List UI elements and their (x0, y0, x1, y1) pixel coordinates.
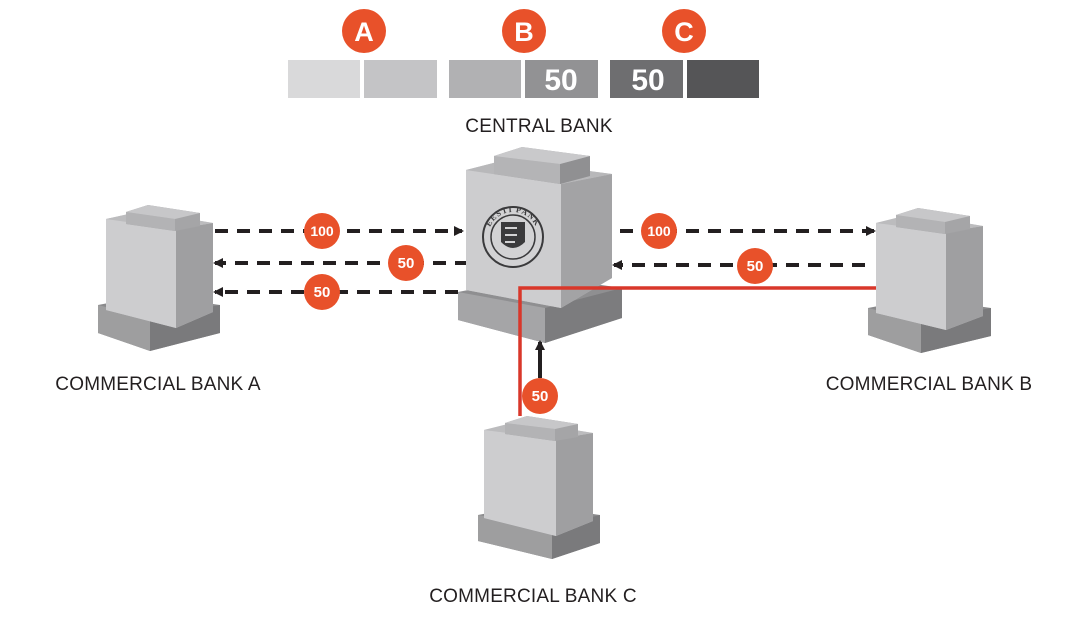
flow-value: 100 (310, 223, 334, 239)
flow-value: 100 (647, 223, 671, 239)
flow-value: 50 (314, 284, 331, 301)
flow-badge-b-to-central: 50 (737, 248, 773, 284)
flow-badge-central-to-b: 100 (641, 213, 677, 249)
marker-b-label: B (514, 17, 534, 47)
balance-bars: 50 50 (288, 60, 759, 98)
commercial-bank-b-label: COMMERCIAL BANK B (826, 374, 1032, 395)
central-bank-building (458, 147, 622, 343)
marker-a-label: A (354, 17, 374, 47)
marker-c-label: C (674, 17, 694, 47)
commercial-bank-a-building (98, 205, 220, 351)
bar-b-2-value: 50 (544, 64, 577, 97)
bar-c-1-value: 50 (631, 64, 664, 97)
bar-c-1 (610, 60, 683, 98)
bar-b-1 (449, 60, 521, 98)
central-bank-label: CENTRAL BANK (465, 116, 613, 137)
bar-a-1 (288, 60, 360, 98)
marker-a: A (342, 9, 386, 53)
bar-c-2 (687, 60, 759, 98)
bar-a-2 (364, 60, 437, 98)
flow-value: 50 (398, 255, 415, 272)
marker-c: C (662, 9, 706, 53)
commercial-bank-b-building (868, 208, 991, 353)
flow-value: 50 (747, 258, 764, 275)
commercial-bank-a-label: COMMERCIAL BANK A (55, 374, 261, 395)
flow-badge-central-to-a-1: 50 (388, 245, 424, 281)
flow-value: 50 (532, 388, 549, 405)
bar-b-2 (525, 60, 598, 98)
flow-badge-central-to-a-2: 50 (304, 274, 340, 310)
commercial-bank-c-label: COMMERCIAL BANK C (429, 586, 637, 607)
commercial-bank-c-building (478, 416, 600, 559)
flow-badge-c-to-central: 50 (522, 378, 558, 414)
marker-b: B (502, 9, 546, 53)
flow-badge-a-to-central: 100 (304, 213, 340, 249)
settlement-line (518, 286, 876, 416)
central-bank-seal: EESTI PANK (482, 205, 544, 268)
